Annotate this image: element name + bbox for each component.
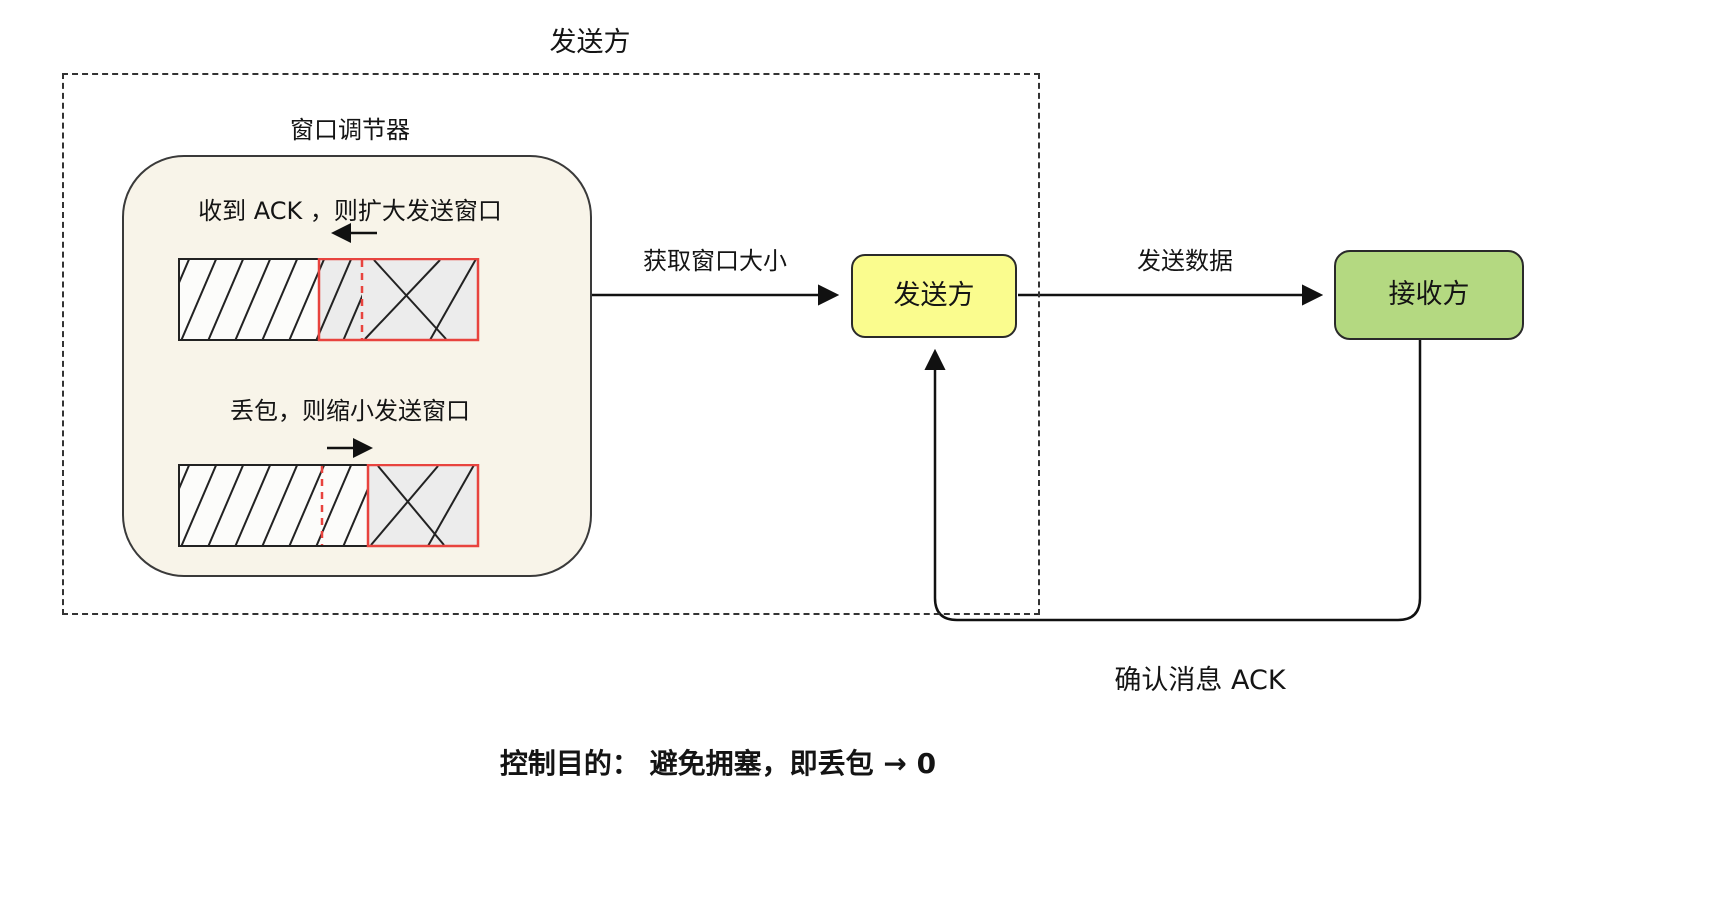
loss-shrink-text: 丢包，则缩小发送窗口 (230, 397, 470, 425)
ack-expand-text: 收到 ACK ，则扩大发送窗口 (198, 197, 502, 225)
receiver-node-label: 接收方 (1388, 279, 1470, 311)
send-data-label: 发送数据 (1137, 247, 1233, 275)
sender-node-label: 发送方 (893, 280, 975, 312)
arrow-right-icon (327, 438, 373, 458)
purpose-text: 控制目的： 避免拥塞，即丢包 → 0 (499, 747, 937, 780)
sender-group-box (62, 73, 1040, 615)
window-bar-shrunk (178, 464, 480, 548)
get-window-size-label: 获取窗口大小 (643, 247, 787, 275)
receiver-node: 接收方 (1334, 250, 1524, 340)
window-bar-expanded (178, 258, 480, 342)
sender-group-title: 发送方 (549, 27, 631, 58)
sender-node: 发送方 (851, 254, 1017, 338)
window-adjuster-label: 窗口调节器 (290, 116, 410, 144)
ack-message-label: 确认消息 ACK (1114, 665, 1286, 696)
arrow-left-icon (331, 223, 377, 243)
